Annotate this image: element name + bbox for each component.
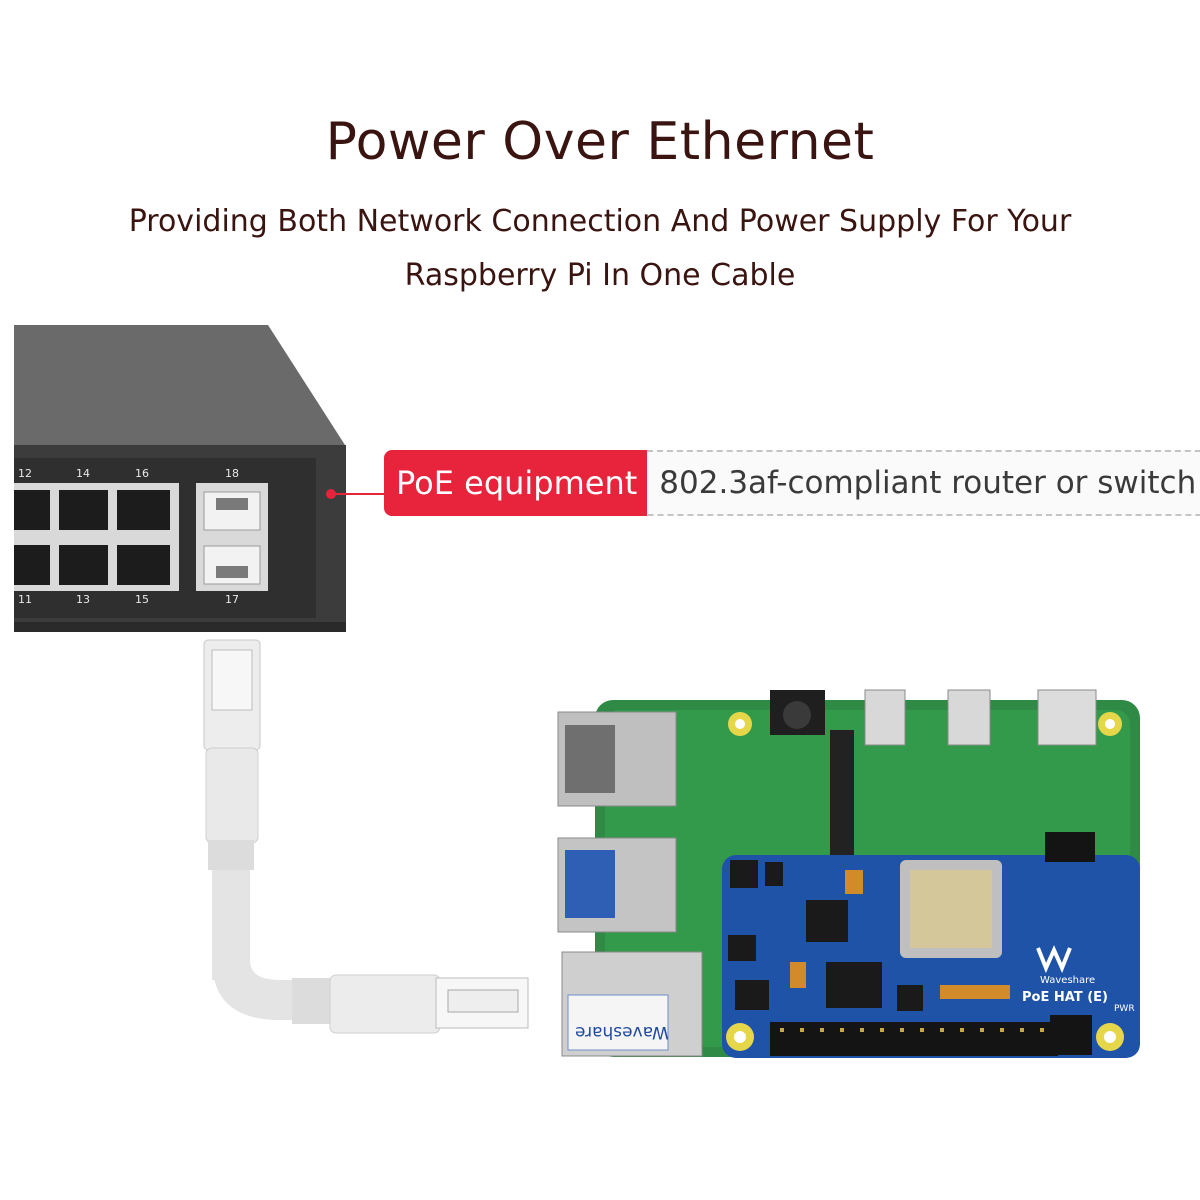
poe-switch <box>14 325 346 632</box>
ethernet-cable <box>203 639 529 1034</box>
ethernet-sticker-label: Waveshare <box>575 1022 669 1042</box>
raspberry-pi-board <box>557 689 1140 1058</box>
poe-equipment-description: 802.3af-compliant router or switch <box>647 450 1200 516</box>
hat-model-label: PoE HAT (E) <box>1022 990 1108 1005</box>
port-label: 13 <box>76 593 90 606</box>
subtitle-line-2: Raspberry Pi In One Cable <box>404 258 796 293</box>
poe-equipment-callout: PoE equipment 802.3af-compliant router o… <box>384 450 1200 516</box>
port-label: 16 <box>135 467 149 480</box>
port-label: 11 <box>18 593 32 606</box>
port-label: 17 <box>225 593 239 606</box>
hat-brand-label: Waveshare <box>1040 975 1096 986</box>
subtitle-line-1: Providing Both Network Connection And Po… <box>128 204 1072 239</box>
waveshare-logo-icon <box>1036 945 1072 974</box>
port-label: 18 <box>225 467 239 480</box>
poe-equipment-badge: PoE equipment <box>384 450 648 516</box>
page-title: Power Over Ethernet <box>325 112 875 172</box>
port-label: 14 <box>76 467 90 480</box>
hat-pwr-label: PWR <box>1114 1004 1135 1014</box>
port-label: 12 <box>18 467 32 480</box>
port-label: 15 <box>135 593 149 606</box>
